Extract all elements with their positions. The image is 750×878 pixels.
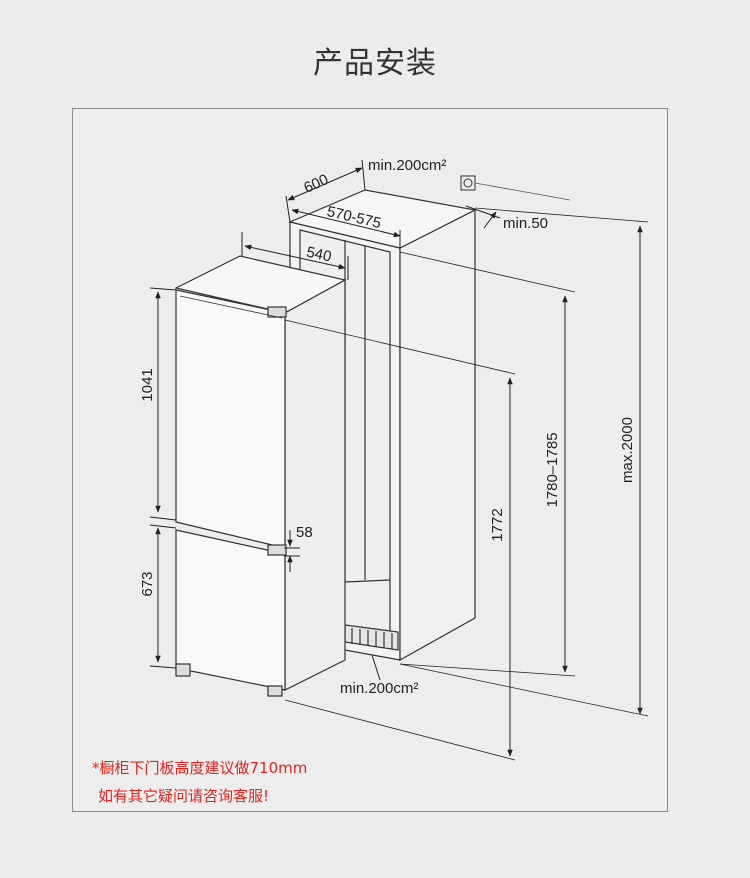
label-niche-depth: 540 xyxy=(305,244,333,266)
label-niche-height: 1780–1785 xyxy=(544,432,561,507)
upper-door xyxy=(175,289,286,549)
refrigerator xyxy=(174,255,347,697)
note-door-height: *橱柜下门板高度建议做710mm xyxy=(92,759,308,777)
note-contact-service: 如有其它疑问请咨询客服! xyxy=(98,787,270,805)
vent-symbol xyxy=(460,175,571,201)
lower-door xyxy=(175,529,286,691)
label-bottom-vent: min.200cm² xyxy=(340,680,418,697)
page-title: 产品安装 xyxy=(313,46,437,81)
label-door-gap: 58 xyxy=(296,524,313,541)
label-fridge-width: 600 xyxy=(301,171,331,197)
label-rear-gap: min.50 xyxy=(503,215,548,232)
label-upper-door-height: 1041 xyxy=(139,368,156,401)
label-top-vent: min.200cm² xyxy=(368,157,446,174)
label-fridge-height: 1772 xyxy=(489,508,506,541)
label-max-height: max.2000 xyxy=(619,417,636,483)
label-lower-door-height: 673 xyxy=(139,571,156,596)
dimension-lines xyxy=(149,159,649,761)
